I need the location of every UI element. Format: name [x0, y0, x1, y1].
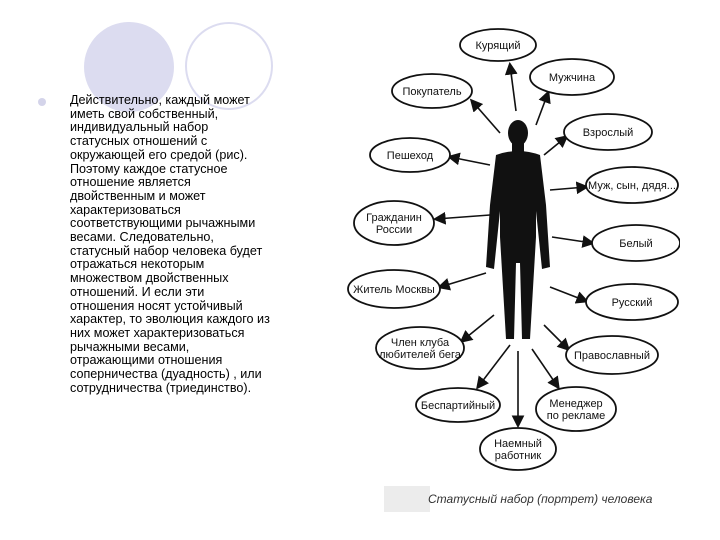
decorative-circle-outline — [185, 22, 273, 110]
status-node-adult: Взрослый — [543, 113, 653, 156]
arrow-adult — [543, 134, 569, 156]
status-label-man: Мужчина — [549, 72, 596, 84]
status-node-husband: Муж, сын, дядя... — [549, 166, 679, 204]
status-ellipse-club — [375, 326, 465, 370]
status-ellipse-moscow — [347, 269, 441, 309]
status-ellipse-man — [529, 58, 615, 96]
arrow-buyer — [469, 98, 501, 134]
status-label-nonparty: Беспартийный — [421, 400, 495, 412]
arrow-orthodox — [543, 324, 571, 352]
arrow-nonparty — [476, 344, 511, 390]
status-label-club: любителей бега — [379, 349, 462, 361]
status-ellipse-worker — [479, 427, 557, 471]
status-label-smoker: Курящий — [475, 40, 520, 52]
arrow-white — [551, 235, 596, 248]
arrow-club — [459, 314, 495, 344]
status-node-moscow: Житель Москвы — [347, 269, 487, 309]
status-label-worker: Наемный — [494, 438, 542, 450]
status-node-pedestrian: Пешеход — [369, 137, 491, 173]
status-label-white: Белый — [619, 238, 652, 250]
status-node-smoker: Курящий — [459, 28, 537, 112]
status-label-buyer: Покупатель — [402, 86, 461, 98]
status-ellipse-adult — [563, 113, 653, 151]
status-label-husband: Муж, сын, дядя... — [588, 180, 676, 192]
status-node-russian: Русский — [549, 283, 679, 321]
status-node-white: Белый — [551, 224, 680, 262]
status-label-orthodox: Православный — [574, 350, 650, 362]
status-ellipse-citizen — [353, 200, 435, 246]
status-label-russian: Русский — [612, 297, 653, 309]
decorative-circle-filled — [84, 22, 174, 112]
bullet-point — [38, 98, 46, 106]
status-label-pedestrian: Пешеход — [387, 150, 434, 162]
status-node-buyer: Покупатель — [391, 73, 501, 134]
person-silhouette — [486, 120, 550, 339]
status-ellipse-orthodox — [565, 335, 659, 375]
status-ellipse-husband — [585, 166, 679, 204]
status-ellipse-russian — [585, 283, 679, 321]
caption-shade — [384, 486, 430, 512]
status-ellipse-pedestrian — [369, 137, 451, 173]
arrow-russian — [549, 286, 589, 304]
status-ellipse-manager — [535, 386, 617, 432]
status-node-man: Мужчина — [529, 58, 615, 126]
arrow-husband — [549, 181, 590, 195]
arrow-citizen — [432, 211, 491, 225]
body-paragraph: Действительно, каждый может иметь свой с… — [70, 93, 270, 395]
status-label-adult: Взрослый — [583, 127, 634, 139]
status-label-citizen: России — [376, 224, 412, 236]
arrow-pedestrian — [446, 152, 491, 166]
status-ellipse-buyer — [391, 73, 473, 109]
arrow-moscow — [436, 272, 487, 291]
status-label-citizen: Гражданин — [366, 212, 422, 224]
status-label-club: Член клуба — [391, 337, 450, 349]
status-label-manager: Менеджер — [549, 398, 602, 410]
status-label-moscow: Житель Москвы — [353, 284, 435, 296]
status-ellipse-smoker — [459, 28, 537, 62]
status-ellipse-nonparty — [415, 387, 501, 423]
status-label-manager: по рекламе — [547, 410, 606, 422]
status-ellipse-white — [591, 224, 680, 262]
diagram-caption: Статусный набор (портрет) человека — [428, 492, 653, 506]
arrow-smoker — [504, 61, 518, 112]
status-node-nonparty: Беспартийный — [415, 344, 511, 423]
status-node-orthodox: Православный — [543, 324, 659, 375]
arrow-manager — [531, 348, 560, 390]
status-label-worker: работник — [495, 450, 542, 462]
arrow-man — [535, 90, 551, 126]
